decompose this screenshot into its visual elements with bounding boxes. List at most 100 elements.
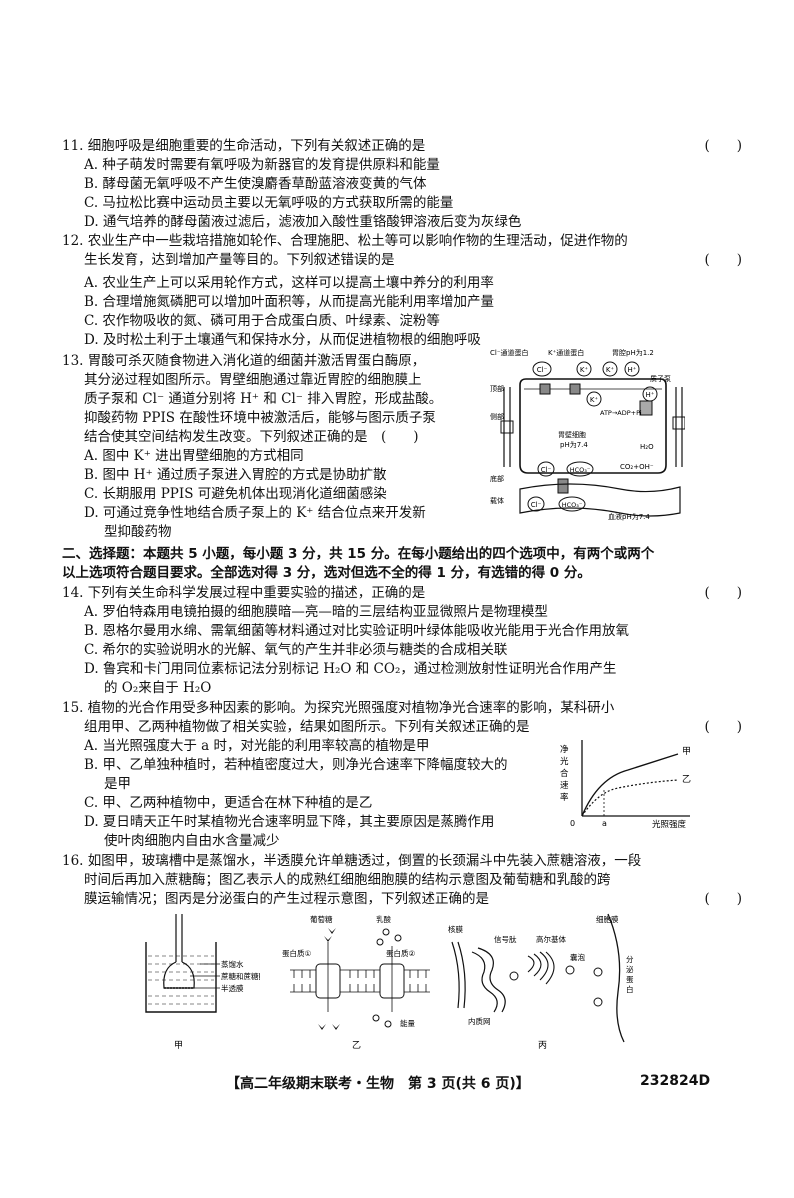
answer-bracket: ( ) bbox=[704, 891, 742, 907]
atp-label: ATP→ADP+Pi bbox=[600, 409, 642, 417]
origin-label: 0 bbox=[570, 819, 575, 828]
question-15: 15. 植物的光合作用受多种因素的影响。为探究光照强度对植物净光合速率的影响，某… bbox=[62, 699, 742, 851]
golgi-label: 高尔基体 bbox=[536, 934, 566, 944]
question-12: 12. 农业生产中一些栽培措施如轮作、合理施肥、松土等可以影响作物的生理活动，促… bbox=[62, 232, 742, 350]
question-stem-cont: 其分泌过程如图所示。胃壁细胞通过靠近胃腔的细胞膜上 bbox=[84, 372, 422, 388]
cl-channel-label: Cl⁻通道蛋白 bbox=[490, 348, 529, 357]
vesicle-label: 囊泡 bbox=[570, 952, 585, 962]
gastric-cell-diagram: Cl⁻ K⁺ K⁺ H⁺ K⁺ H⁺ Cl⁻通道蛋白 K⁺通道蛋白 胃腔pH为1… bbox=[490, 348, 685, 521]
option-b: B. 恩格尔曼用水绵、需氧细菌等材料通过对比实验证明叶绿体能吸收光能用于光合作用… bbox=[84, 623, 630, 639]
proton-pump-label: 质子泵 bbox=[650, 374, 671, 383]
top-label: 顶部 bbox=[490, 384, 504, 393]
option-b: B. 图中 H⁺ 通过质子泵进入胃腔的方式是协助扩散 bbox=[84, 467, 387, 483]
question-stem: 16. 如图甲，玻璃槽中是蒸馏水，半透膜允许单糖透过，倒置的长颈漏斗中先装入蔗糖… bbox=[62, 853, 642, 869]
y-axis-label-5: 率 bbox=[560, 792, 569, 803]
secretory-protein-figure: 细胞膜 核膜 信号肽 高尔基体 囊泡 分 泌 蛋 白 内质网 丙 bbox=[448, 913, 634, 1051]
option-d: D. 及时松土利于土壤通气和保持水分，从而促进植物根的细胞呼吸 bbox=[84, 332, 481, 348]
photosynthesis-graph: 净 光 合 速 率 0 a 光照强度 甲 乙 bbox=[560, 740, 691, 830]
answer-bracket: ( ) bbox=[704, 585, 742, 601]
protein-1-label: 蛋白质① bbox=[282, 948, 311, 958]
carrier-label: 载体 bbox=[490, 496, 504, 505]
series-jia-label: 甲 bbox=[682, 746, 691, 757]
question-13: 13. 胃酸可杀灭随食物进入消化道的细菌并激活胃蛋白酶原， 其分泌过程如图所示。… bbox=[62, 352, 492, 542]
option-c: C. 农作物吸收的氮、磷可用于合成蛋白质、叶绿素、淀粉等 bbox=[84, 313, 440, 329]
option-c: C. 甲、乙两种植物中，更适合在林下种植的是乙 bbox=[84, 795, 373, 811]
question-stem: 11. 细胞呼吸是细胞重要的生命活动，下列有关叙述正确的是 bbox=[62, 138, 426, 154]
cell-label: 胃壁细胞 bbox=[558, 430, 586, 439]
protein-2-label: 蛋白质② bbox=[386, 948, 415, 958]
question-stem-cont: 时间后再加入蔗糖酶；图乙表示人的成熟红细胞细胞膜的结构示意图及葡萄糖和乳酸的跨 bbox=[84, 872, 611, 888]
option-a: A. 当光照强度大于 a 时，对光能的利用率较高的植物是甲 bbox=[84, 738, 430, 754]
answer-bracket: ( ) bbox=[704, 252, 742, 268]
question-stem: 15. 植物的光合作用受多种因素的影响。为探究光照强度对植物净光合速率的影响，某… bbox=[62, 700, 615, 716]
water-label: 蒸馏水 bbox=[221, 959, 244, 969]
y-axis-label-2: 光 bbox=[560, 756, 569, 767]
k-ion: K⁺ bbox=[606, 366, 615, 374]
sucrose-label: 蔗糖和蔗糖酶 bbox=[221, 971, 260, 981]
option-a: A. 罗伯特森用电镜拍摄的细胞膜暗—亮—暗的三层结构亚显微照片是物理模型 bbox=[84, 604, 548, 620]
secreted-protein-label-4: 白 bbox=[626, 984, 634, 994]
answer-bracket: ( ) bbox=[704, 138, 742, 154]
question-stem-cont: 质子泵和 Cl⁻ 通道分别将 H⁺ 和 Cl⁻ 排入胃腔，形成盐酸。 bbox=[84, 391, 443, 407]
answer-bracket: ( ) bbox=[704, 719, 742, 735]
question-stem-cont: 生长发育，达到增加产量等目的。下列叙述错误的是 bbox=[84, 252, 395, 268]
membrane-label: 半透膜 bbox=[221, 983, 244, 993]
question-stem: 13. 胃酸可杀灭随食物进入消化道的细菌并激活胃蛋白酶原， bbox=[62, 353, 426, 369]
h-ion: H⁺ bbox=[646, 391, 655, 399]
figure-c-caption: 丙 bbox=[538, 1040, 547, 1051]
question-stem-cont: 组用甲、乙两种植物做了相关实验，结果如图所示。下列有关叙述正确的是 bbox=[84, 719, 530, 735]
h-ion: H⁺ bbox=[628, 366, 637, 374]
h2o-label: H₂O bbox=[640, 443, 654, 451]
option-c: C. 马拉松比赛中运动员主要以无氧呼吸的方式获取所需的能量 bbox=[84, 195, 454, 211]
secreted-protein-label-1: 分 bbox=[626, 955, 634, 964]
tick-a: a bbox=[602, 819, 607, 828]
option-b: B. 酵母菌无氧呼吸不产生使溴麝香草酚蓝溶液变黄的气体 bbox=[84, 176, 427, 192]
cl-ion: Cl⁻ bbox=[531, 501, 542, 509]
option-c: C. 长期服用 PPIS 可避免机体出现消化道细菌感染 bbox=[84, 486, 387, 502]
hco3-ion: HCO₃⁻ bbox=[570, 466, 591, 474]
hco3-ion: HCO₃⁻ bbox=[562, 501, 583, 509]
option-d: D. 夏日晴天正午时某植物光合速率明显下降，其主要原因是蒸腾作用 bbox=[84, 814, 495, 830]
question-14: 14. 下列有关生命科学发展过程中重要实验的描述，正确的是 ( ) A. 罗伯特… bbox=[62, 584, 742, 698]
bottom-label: 底部 bbox=[490, 474, 504, 483]
glucose-label: 葡萄糖 bbox=[310, 914, 333, 924]
k-ion: K⁺ bbox=[590, 396, 599, 404]
option-b-cont: 是甲 bbox=[104, 776, 131, 792]
option-d-cont: 的 O₂来自于 H₂O bbox=[104, 680, 212, 696]
cell-ph-label: pH为7.4 bbox=[560, 440, 588, 449]
option-b: B. 甲、乙单独种植时，若种植密度过大，则净光合速率下降幅度较大的 bbox=[84, 757, 508, 773]
option-d: D. 通气培养的酵母菌液过滤后，滤液加入酸性重铬酸钾溶液后变为灰绿色 bbox=[84, 214, 522, 230]
option-d-cont: 使叶肉细胞内自由水含量减少 bbox=[104, 833, 280, 849]
option-b: B. 合理增施氮磷肥可以增加叶面积等，从而提高光能利用率增加产量 bbox=[84, 294, 495, 310]
footer-title: 【高二年级期末联考・生物 第 3 页(共 6 页)】 bbox=[226, 1076, 530, 1092]
cell-membrane-label: 细胞膜 bbox=[596, 914, 619, 924]
er-label: 内质网 bbox=[468, 1016, 491, 1026]
k-channel-label: K⁺通道蛋白 bbox=[548, 348, 584, 357]
cl-ion: Cl⁻ bbox=[537, 366, 548, 374]
y-axis-label-3: 合 bbox=[560, 768, 569, 779]
k-ion: K⁺ bbox=[580, 366, 589, 374]
figure-a-caption: 甲 bbox=[174, 1040, 183, 1051]
secreted-protein-label-2: 泌 bbox=[626, 964, 634, 974]
section-line: 二、选择题：本题共 5 小题，每小题 3 分，共 15 分。在每小题给出的四个选… bbox=[62, 546, 655, 562]
option-a: A. 图中 K⁺ 进出胃壁细胞的方式相同 bbox=[84, 448, 304, 464]
option-d: D. 鲁宾和卡门用同位素标记法分别标记 H₂O 和 CO₂，通过检测放射性证明光… bbox=[84, 661, 617, 677]
y-axis-label-1: 净 bbox=[560, 744, 569, 755]
option-d: D. 可通过竞争性地结合质子泵上的 K⁺ 结合位点来开发新 bbox=[84, 505, 426, 521]
question-stem-cont: 抑酸药物 PPIS 在酸性环境中被激活后，能够与图示质子泵 bbox=[84, 410, 436, 426]
side-label: 侧部 bbox=[490, 412, 504, 421]
red-cell-membrane-figure: 葡萄糖 乳酸 蛋白质① 蛋白质② 能量 乙 bbox=[282, 914, 430, 1051]
secreted-protein-label-3: 蛋 bbox=[626, 975, 634, 984]
question-stem-cont: 结合使其空间结构发生改变。下列叙述正确的是 ( ) bbox=[84, 429, 419, 445]
question-16: 16. 如图甲，玻璃槽中是蒸馏水，半透膜允许单糖透过，倒置的长颈漏斗中先装入蔗糖… bbox=[62, 852, 742, 909]
option-c: C. 希尔的实验说明水的光解、氧气的产生并非必须与糖类的合成相关联 bbox=[84, 642, 508, 658]
x-axis-label: 光照强度 bbox=[652, 819, 687, 830]
signal-peptide-label: 信号肽 bbox=[494, 934, 517, 944]
option-a: A. 农业生产上可以采用轮作方式，这样可以提高土壤中养分的利用率 bbox=[84, 275, 494, 291]
section-2-header: 二、选择题：本题共 5 小题，每小题 3 分，共 15 分。在每小题给出的四个选… bbox=[62, 545, 742, 583]
nucleus-label: 核膜 bbox=[448, 924, 463, 934]
question-stem: 14. 下列有关生命科学发展过程中重要实验的描述，正确的是 bbox=[62, 585, 426, 601]
lactic-label: 乳酸 bbox=[376, 914, 391, 924]
series-yi-label: 乙 bbox=[682, 774, 691, 785]
